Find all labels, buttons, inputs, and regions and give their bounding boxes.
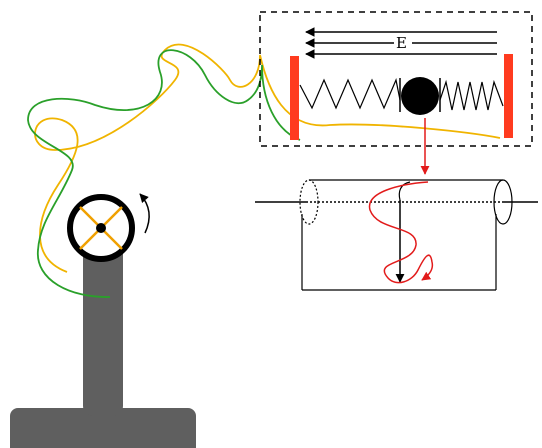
dashed-box [259,11,533,147]
wires [27,43,501,298]
stand-post [83,220,123,416]
yellow-wire [34,43,501,273]
green-wire [27,49,301,298]
reel-stand [10,220,196,448]
recording-cylinder [255,179,538,291]
paper-flap [398,181,411,201]
right-plate [504,54,513,138]
right-spring [439,79,504,111]
left-spring [299,77,401,110]
left-plate [290,56,299,140]
cylinder-left-end [299,179,319,225]
charged-ball [401,77,439,115]
stand-base [10,408,196,448]
wheel-hub [96,223,106,233]
field-label: E [396,34,407,52]
reel-wheel [67,193,150,262]
field-arrows: E [305,27,497,59]
trace-curve [368,181,434,284]
field-region: E [259,11,533,175]
field-label-bg [394,34,412,50]
rotation-arrow [139,193,150,234]
